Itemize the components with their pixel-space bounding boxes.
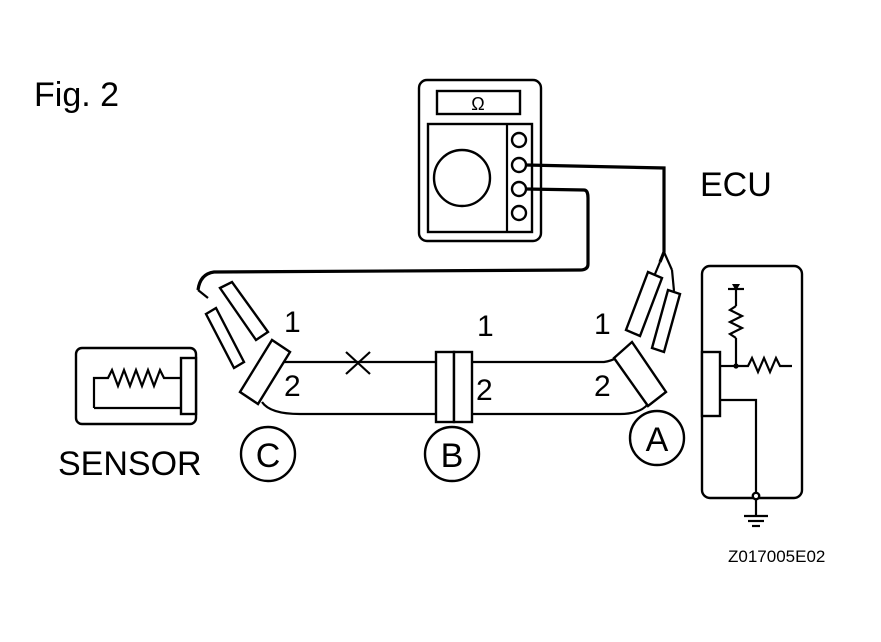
connector-c [238,338,292,406]
ohmmeter-jack-1 [510,131,528,149]
ohmmeter-display [435,89,522,116]
connector-c-pin-2: 2 [284,370,301,403]
test-leads [196,163,682,370]
wire-c-b-2 [261,401,436,416]
connector-a-badge [628,409,686,467]
ecu-ground-terminal [751,491,761,501]
probe-a-wire-1 [653,261,662,275]
probe-a-wire-2 [670,269,676,292]
test-lead-a [525,163,666,263]
ecu-pullup-resistor-icon [727,305,745,339]
sensor-resistor-icon [92,366,181,408]
connector-a-pin-2: 2 [594,370,611,403]
ecu-connector-face [700,350,722,418]
connector-b-badge [423,425,481,483]
ecu-ground-line [720,398,758,496]
wire-b-a-1 [472,349,625,364]
open-circuit-mark-b [345,351,371,375]
figure-code: Z017005E02 [728,547,825,566]
connector-c-pin-1: 1 [284,306,301,339]
connector-c-label: C [256,437,281,475]
wire-harness [261,349,649,416]
connector-b-half-1 [434,350,456,424]
connector-b-pin-1: 1 [477,310,494,343]
connector-c-badge [239,425,297,483]
connector-b-half-2 [452,350,474,424]
sensor-label: SENSOR [58,445,202,483]
probe-c-1 [218,280,270,342]
ohmmeter-jack-2 [510,156,528,174]
connector-b-pin-2: 2 [476,374,493,407]
ohmmeter: Ω [417,78,543,243]
test-lead-a-split [662,251,674,271]
ohmmeter-jack-4 [510,204,528,222]
ecu-label: ECU [700,166,772,204]
wire-b-a-2 [472,403,649,416]
connector-a-pin-1: 1 [594,308,611,341]
ecu [700,264,804,528]
probe-c-2 [204,306,246,370]
test-lead-c [196,187,590,291]
connector-b-label: B [441,437,464,475]
probe-a-2 [650,288,682,354]
connector-a-label: A [646,421,669,459]
ecu-supply-arrow [732,284,740,291]
probe-a-1 [624,270,664,338]
connector-a [612,340,668,408]
figure-title: Fig. 2 [34,76,119,114]
ohm-symbol: Ω [471,94,484,114]
ohmmeter-dial [432,148,492,208]
ohmmeter-jack-3 [510,180,528,198]
connector-b [434,350,474,424]
probe-c-wire [197,289,209,299]
ecu-input-resistor-icon [736,355,792,375]
sensor-connector-face [179,356,198,416]
sensor [74,346,198,426]
